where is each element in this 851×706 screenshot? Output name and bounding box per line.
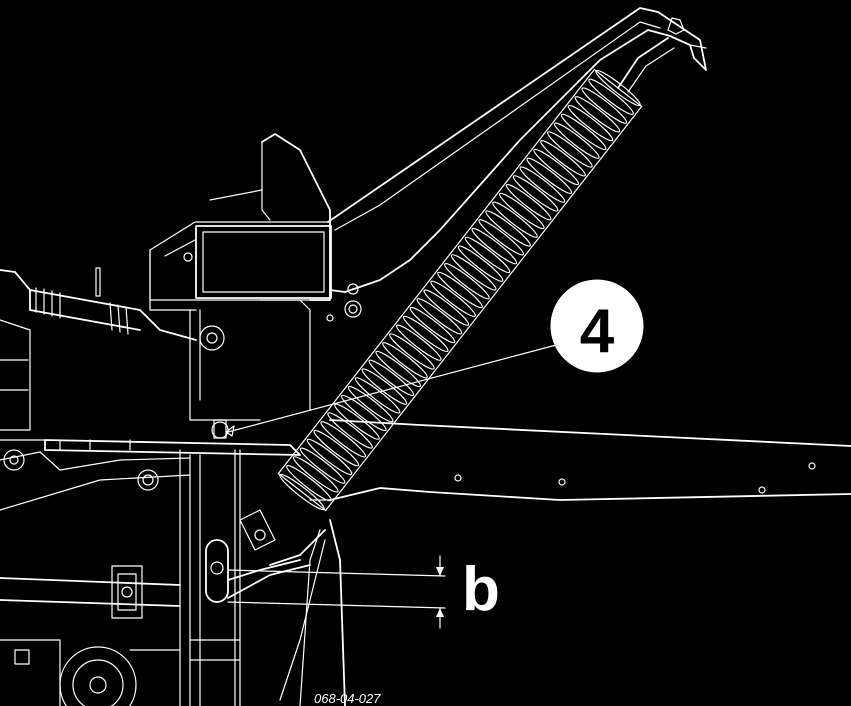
spring-coil: [533, 148, 580, 186]
dimension-b: b: [227, 555, 500, 629]
spring-coil: [519, 166, 566, 203]
spring-coil: [450, 254, 497, 291]
spring-coil: [327, 412, 373, 449]
figure-code: 068-04-027: [314, 691, 381, 706]
spring-coil: [492, 201, 538, 238]
spring-coil: [299, 447, 346, 484]
spring-coil: [409, 306, 456, 344]
spring-coil: [437, 271, 483, 309]
spring-top-hook-inner: [627, 47, 675, 93]
spring-coil: [560, 113, 607, 151]
lower-bracket: [269, 519, 346, 706]
spring-coil: [286, 465, 332, 502]
spring-coil: [320, 421, 367, 458]
spring-coil: [334, 403, 380, 440]
spring-coil: [567, 104, 614, 142]
spring-coil: [382, 342, 428, 379]
spring-coil: [416, 298, 463, 335]
spring-coil: [581, 87, 628, 124]
spring-coil: [368, 359, 415, 396]
spring-coil: [402, 315, 449, 353]
spring-coil: [306, 438, 353, 476]
spring-coil: [444, 263, 490, 300]
spring-coil: [588, 78, 634, 115]
spring-coil: [347, 386, 394, 423]
dimension-b-label: b: [462, 555, 500, 624]
spring-coil: [375, 350, 422, 388]
left-shaft: [0, 267, 197, 431]
spring-coil: [279, 473, 325, 511]
spring-coil: [340, 394, 387, 432]
right-blade: [309, 419, 851, 501]
spring-top-hook: [617, 37, 669, 89]
spring-coil: [574, 96, 621, 133]
callout-4-leader: [225, 343, 561, 437]
callout-4-label: 4: [580, 297, 615, 366]
spring-outline: [277, 68, 643, 512]
spring-coil: [313, 429, 360, 467]
lower-shaft: [0, 565, 181, 706]
lower-frame: [0, 419, 301, 706]
central-housing: [149, 133, 334, 421]
spring-coil: [361, 368, 408, 405]
spring-coil: [457, 245, 504, 282]
spring-coil: [478, 219, 525, 256]
spring-coil: [292, 456, 339, 493]
spring-coil: [526, 157, 573, 194]
spring-coil: [505, 184, 552, 221]
tension-spring: [277, 37, 675, 512]
slot-bolt: [205, 509, 311, 603]
spring-coil: [354, 377, 401, 414]
spring-coil: [498, 192, 545, 230]
spring-coil: [485, 210, 531, 247]
spring-coil: [423, 289, 470, 326]
spring-coil: [389, 333, 435, 370]
spring-coil: [547, 131, 593, 168]
spring-coil: [395, 324, 442, 361]
spring-coil: [430, 280, 476, 317]
spring-coil: [471, 227, 518, 265]
spring-coil: [464, 236, 511, 274]
lever-arm: [327, 7, 707, 318]
spring-coil: [512, 175, 559, 212]
callout-4: 4: [550, 279, 644, 373]
spring-coil: [553, 122, 600, 159]
spring-coil: [540, 140, 586, 177]
